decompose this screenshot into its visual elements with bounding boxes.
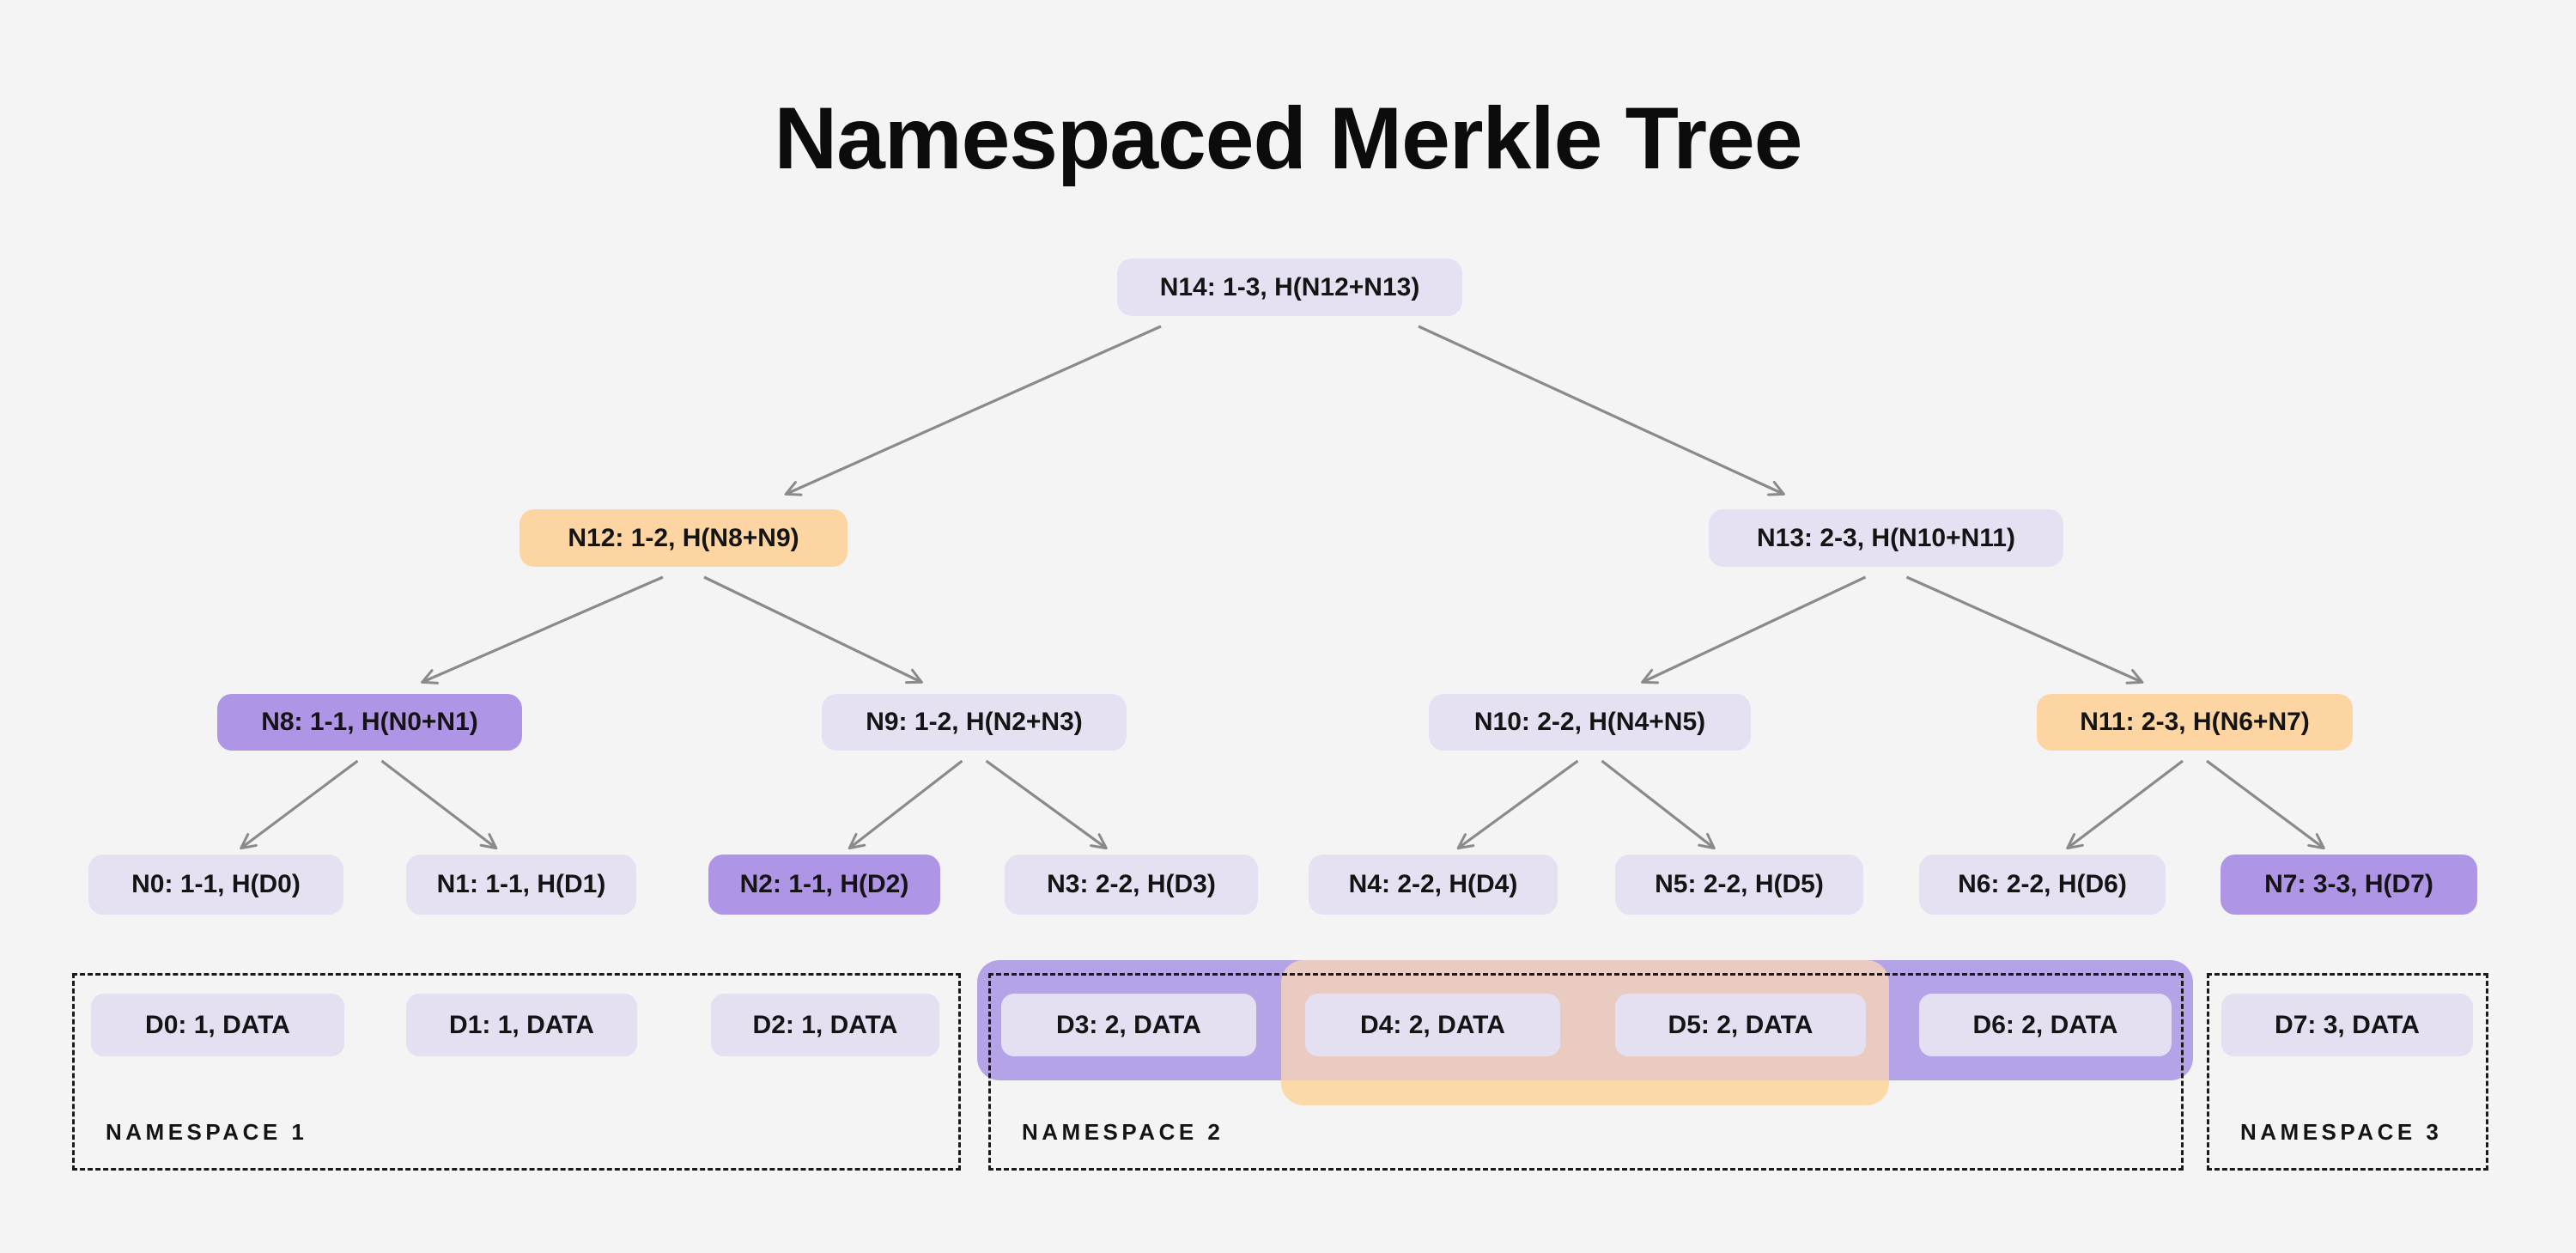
tree-node-N12: N12: 1-2, H(N8+N9) bbox=[519, 509, 848, 567]
tree-node-N13: N13: 2-3, H(N10+N11) bbox=[1709, 509, 2063, 567]
namespace-box-2: NAMESPACE 2 bbox=[988, 973, 2184, 1171]
tree-node-N0: N0: 1-1, H(D0) bbox=[88, 855, 343, 915]
tree-node-N10: N10: 2-2, H(N4+N5) bbox=[1429, 694, 1751, 751]
edge-N11-N6 bbox=[2066, 759, 2184, 850]
namespace-box-1: NAMESPACE 1 bbox=[72, 973, 961, 1171]
tree-node-N5: N5: 2-2, H(D5) bbox=[1615, 855, 1863, 915]
data-block-D2: D2: 1, DATA bbox=[711, 994, 939, 1056]
edge-N13-N10 bbox=[1641, 575, 1867, 684]
edge-N12-N8 bbox=[421, 575, 664, 684]
tree-node-N14: N14: 1-3, H(N12+N13) bbox=[1117, 259, 1462, 316]
edge-N9-N2 bbox=[848, 759, 963, 850]
tree-node-N7: N7: 3-3, H(D7) bbox=[2221, 855, 2477, 915]
tree-node-N4: N4: 2-2, H(D4) bbox=[1309, 855, 1558, 915]
tree-node-N3: N3: 2-2, H(D3) bbox=[1005, 855, 1258, 915]
data-block-D5: D5: 2, DATA bbox=[1615, 994, 1866, 1056]
edge-N10-N5 bbox=[1601, 759, 1716, 850]
data-block-D6: D6: 2, DATA bbox=[1919, 994, 2172, 1056]
edge-N14-N12 bbox=[784, 325, 1162, 496]
edge-N9-N3 bbox=[985, 759, 1108, 850]
page-title: Namespaced Merkle Tree bbox=[774, 89, 1802, 187]
tree-node-N11: N11: 2-3, H(N6+N7) bbox=[2037, 694, 2353, 751]
edge-N11-N7 bbox=[2206, 759, 2325, 850]
data-block-D0: D0: 1, DATA bbox=[91, 994, 344, 1056]
namespace-2-label: NAMESPACE 2 bbox=[1022, 1119, 1224, 1145]
tree-node-N8: N8: 1-1, H(N0+N1) bbox=[217, 694, 522, 751]
namespace-box-3: NAMESPACE 3 bbox=[2207, 973, 2488, 1171]
data-block-D4: D4: 2, DATA bbox=[1305, 994, 1560, 1056]
edge-N14-N13 bbox=[1418, 325, 1785, 496]
edge-N13-N11 bbox=[1905, 575, 2144, 684]
data-block-D7: D7: 3, DATA bbox=[2221, 994, 2473, 1056]
edge-N8-N0 bbox=[240, 759, 359, 850]
edge-N8-N1 bbox=[380, 759, 498, 850]
edge-N12-N9 bbox=[703, 575, 923, 684]
data-block-D1: D1: 1, DATA bbox=[406, 994, 637, 1056]
edge-N10-N4 bbox=[1456, 759, 1579, 850]
namespace-1-label: NAMESPACE 1 bbox=[106, 1119, 308, 1145]
tree-node-N2: N2: 1-1, H(D2) bbox=[708, 855, 940, 915]
tree-node-N1: N1: 1-1, H(D1) bbox=[406, 855, 636, 915]
data-block-D3: D3: 2, DATA bbox=[1001, 994, 1256, 1056]
tree-node-N6: N6: 2-2, H(D6) bbox=[1919, 855, 2166, 915]
tree-node-N9: N9: 1-2, H(N2+N3) bbox=[822, 694, 1127, 751]
namespace-3-label: NAMESPACE 3 bbox=[2240, 1119, 2443, 1145]
